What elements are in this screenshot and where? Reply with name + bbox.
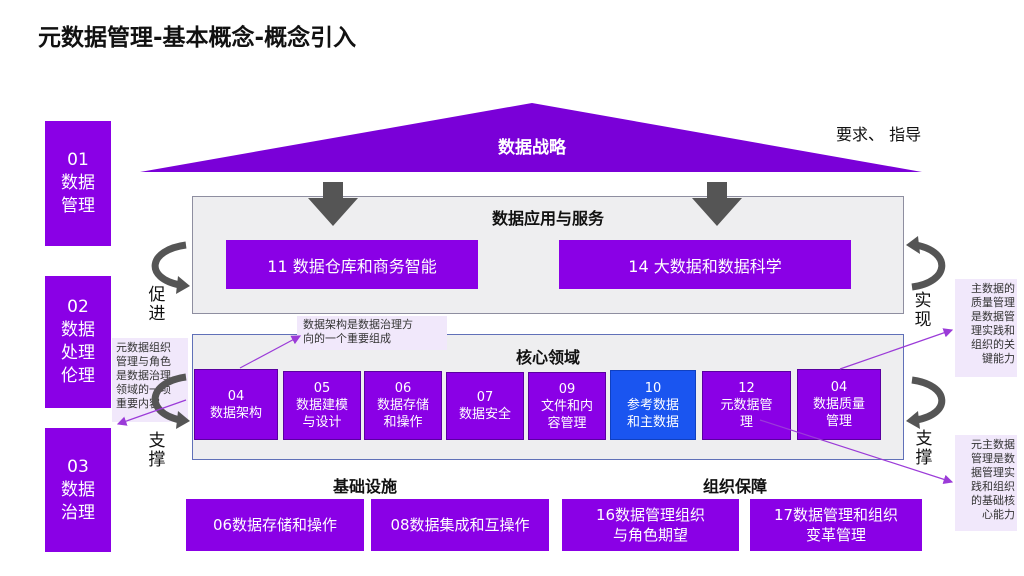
label-promote: 促 进 [148,285,166,324]
label-realize: 实 现 [914,291,932,330]
curved-arrow-support-right-icon [906,376,946,429]
page-title: 元数据管理-基本概念-概念引入 [38,25,357,51]
core-item-modeling: 05 数据建模 与设计 [283,371,361,440]
core-item-reference-master: 10 参考数据 和主数据 [610,370,696,440]
curved-arrow-promote-icon [151,241,190,294]
bottom-item-storage: 06数据存储和操作 [186,499,364,551]
core-item-metadata: 12 元数据管 理 [702,371,791,440]
app-item-bigdata: 14 大数据和数据科学 [559,240,851,289]
note-master-data: 主数据的 质量管理 是数据管 理实践和 组织的关 键能力 [955,279,1017,377]
strategy-label: 数据战略 [498,138,566,158]
curved-arrow-realize-icon [906,236,946,291]
app-item-dw-bi: 11 数据仓库和商务智能 [226,240,478,289]
bottom-item-integration: 08数据集成和互操作 [371,499,549,551]
left-box-data-governance: 03 数据 治理 [45,428,111,552]
core-item-architecture: 04 数据架构 [194,369,278,440]
core-item-quality: 04 数据质量 管理 [797,369,881,440]
core-item-content: 09 文件和内 容管理 [528,372,606,440]
core-item-security: 07 数据安全 [446,372,524,440]
label-support-left: 支 撑 [148,431,166,470]
core-item-storage: 06 数据存储 和操作 [364,371,442,440]
down-arrow-left-icon [308,182,358,226]
core-domain-title: 核心领域 [515,348,580,367]
label-support-right: 支 撑 [915,429,933,468]
bottom-item-change-mgmt: 17数据管理和组织 变革管理 [750,499,922,551]
note-architecture: 数据架构是数据治理方 向的一个重要组成 [297,316,447,350]
curved-arrow-support-left-icon [151,373,190,429]
requirement-label: 要求、 指导 [836,125,922,144]
app-service-title: 数据应用与服务 [491,209,604,228]
note-metadata: 元主数据 管理是数 据管理实 践和组织 的基础核 心能力 [955,435,1017,531]
left-box-data-management: 01 数据 管理 [45,121,111,246]
infra-title: 基础设施 [332,477,397,496]
org-title: 组织保障 [702,477,767,496]
left-box-data-ethics: 02 数据 处理 伦理 [45,276,111,408]
down-arrow-right-icon [692,182,742,226]
bottom-item-org-roles: 16数据管理组织 与角色期望 [562,499,739,551]
